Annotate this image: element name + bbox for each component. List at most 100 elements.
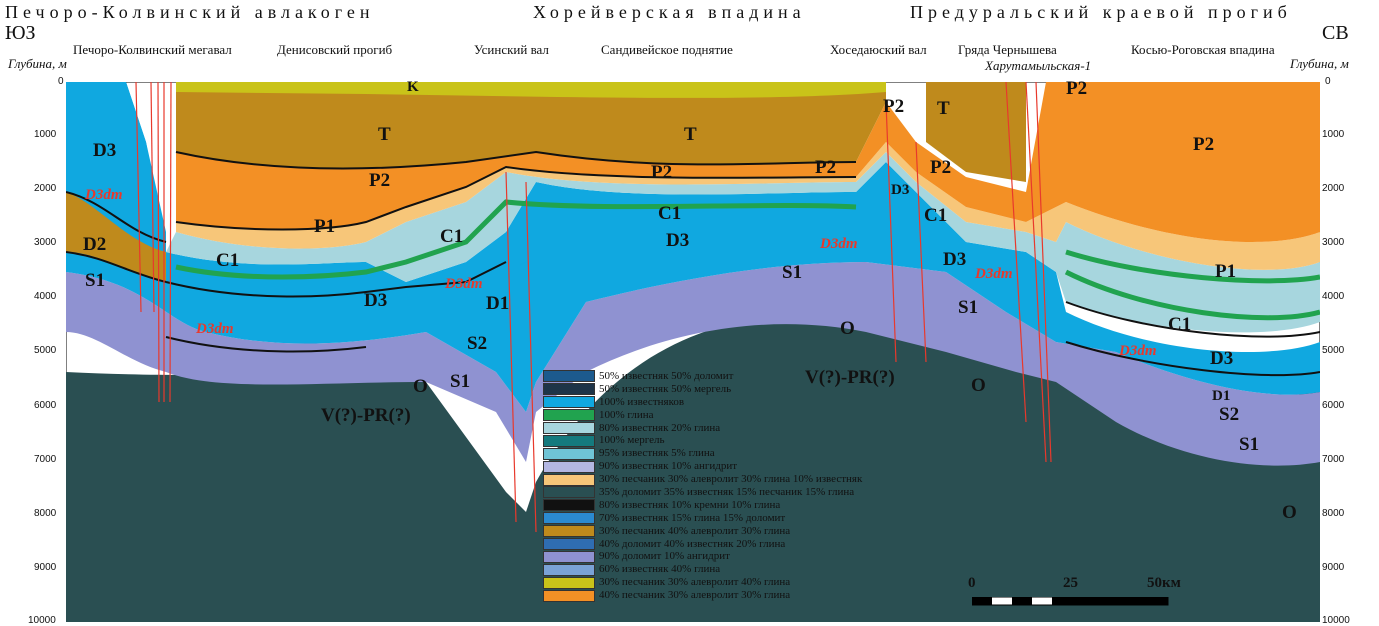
layer-K — [176, 82, 886, 98]
unit-label: P2 — [815, 157, 837, 178]
unit-label: D3 — [93, 140, 117, 161]
legend-label: 35% доломит 35% известняк 15% песчаник 1… — [599, 486, 855, 499]
unit-label: P2 — [1066, 78, 1088, 99]
depth-tick: 1000 — [34, 129, 57, 140]
layer-green-3 — [1065, 249, 1320, 284]
legend-label: 100% глина — [599, 408, 654, 421]
unit-label: D3 — [1210, 348, 1234, 369]
unit-label: P1 — [1215, 261, 1237, 282]
unit-label: K — [407, 79, 419, 95]
header-preural: Предуральский краевой прогиб — [910, 2, 1292, 22]
legend-swatch — [543, 589, 595, 602]
legend-swatch — [543, 434, 595, 447]
basement-label: V(?)-PR(?) — [321, 405, 411, 426]
unit-label: O — [971, 375, 986, 396]
depth-tick: 3000 — [34, 237, 57, 248]
unit-label: D3 — [891, 182, 910, 198]
scale-label: 25 — [1063, 575, 1078, 591]
layer-D3 — [66, 82, 1320, 412]
legend-item: 100% мергель — [543, 434, 862, 447]
legend-label: 80% известняк 10% кремни 10% глина — [599, 498, 781, 511]
legend-item: 90% доломит 10% ангидрит — [543, 550, 862, 563]
basement-label: V(?)-PR(?) — [805, 367, 895, 388]
legend-item: 100% известняков — [543, 396, 862, 409]
structure-label: Усинский вал — [474, 42, 549, 57]
unit-label: P2 — [651, 162, 673, 183]
layer-D2 — [66, 192, 166, 282]
legend-item: 30% песчаник 30% алевролит 30% глина 10%… — [543, 473, 862, 486]
unit-label: D3dm — [445, 276, 483, 292]
structure-label: Сандивейское поднятие — [601, 42, 733, 57]
header-pechoro-kolva: Печоро-Колвинский авлакоген — [5, 2, 375, 22]
legend-swatch — [543, 396, 595, 409]
structure-label: Косью-Роговская впадина — [1131, 42, 1275, 57]
depth-tick: 4000 — [1322, 291, 1345, 302]
legend-swatch — [543, 460, 595, 473]
well-label: Харутамыльская-1 — [985, 58, 1092, 73]
depth-tick: 2000 — [1322, 183, 1345, 194]
layer-D3-left — [66, 82, 166, 252]
cross-section — [66, 82, 1320, 622]
unit-label: P2 — [369, 170, 391, 191]
depth-tick: 8000 — [1322, 508, 1345, 519]
unit-label: S2 — [1219, 404, 1240, 425]
legend-label: 90% доломит 10% ангидрит — [599, 550, 730, 563]
legend-label: 100% мергель — [599, 434, 665, 447]
legend-label: 95% известняк 5% глина — [599, 447, 715, 460]
legend-label: 30% песчаник 40% алевролит 30% глина — [599, 524, 791, 537]
unit-label: P1 — [314, 216, 336, 237]
depth-tick: 10000 — [1322, 615, 1350, 626]
legend-swatch — [543, 525, 595, 538]
legend-swatch — [543, 447, 595, 460]
depth-tick: 0 — [1325, 76, 1331, 87]
layer-T-right — [926, 82, 1026, 182]
legend-label: 40% песчаник 30% алевролит 30% глина — [599, 589, 791, 602]
depth-label-left: Глубина, м — [8, 56, 67, 71]
structure-label: Хоседаюский вал — [830, 42, 927, 57]
legend-swatch — [543, 486, 595, 499]
scale-label: 0 — [968, 575, 976, 591]
legend-swatch — [543, 512, 595, 525]
unit-label: D3dm — [975, 266, 1013, 282]
unit-label: D3dm — [196, 321, 234, 337]
strata-lines — [66, 150, 1320, 377]
structure-label: Денисовский прогиб — [277, 42, 393, 57]
unit-label: S1 — [1239, 434, 1260, 455]
legend-swatch — [543, 422, 595, 434]
unit-label: D3 — [364, 290, 388, 311]
unit-label: C1 — [1168, 314, 1192, 335]
legend-item: 80% известняк 20% глина — [543, 422, 862, 435]
legend-label: 60% известняк 40% глина — [599, 563, 721, 576]
legend-item: 50% известняк 50% мергель — [543, 383, 862, 396]
unit-label: P2 — [930, 157, 952, 178]
unit-label: D1 — [1212, 388, 1231, 404]
unit-label: S1 — [782, 262, 803, 283]
unit-label: P2 — [883, 96, 905, 117]
legend-label: 50% известняк 50% мергель — [599, 382, 732, 395]
legend-item: 80% известняк 10% кремни 10% глина — [543, 499, 862, 512]
structure-label: Гряда Чернышева — [958, 42, 1057, 57]
legend-item: 60% известняк 40% глина — [543, 563, 862, 576]
legend-swatch — [543, 473, 595, 486]
unit-label: T — [684, 124, 697, 145]
unit-label: S2 — [467, 333, 488, 354]
legend-swatch — [543, 370, 595, 383]
depth-tick: 7000 — [34, 454, 57, 465]
unit-label: D3 — [666, 230, 690, 251]
legend-swatch — [543, 538, 595, 551]
legend-item: 50% известняк 50% доломит — [543, 370, 862, 383]
legend-item: 40% доломит 40% известняк 20% глина — [543, 538, 862, 551]
unit-label: O — [840, 318, 855, 339]
depth-tick: 4000 — [34, 291, 57, 302]
unit-label: T — [937, 98, 950, 119]
legend-swatch — [543, 550, 595, 563]
depth-tick: 2000 — [34, 183, 57, 194]
legend-swatch — [543, 409, 595, 422]
unit-label: S1 — [85, 270, 106, 291]
unit-label: C1 — [216, 250, 240, 271]
depth-tick: 0 — [58, 76, 64, 87]
depth-tick: 10000 — [28, 615, 56, 626]
direction-sw: ЮЗ — [5, 22, 36, 44]
legend-label: 40% доломит 40% известняк 20% глина — [599, 537, 786, 550]
unit-label: O — [413, 376, 428, 397]
